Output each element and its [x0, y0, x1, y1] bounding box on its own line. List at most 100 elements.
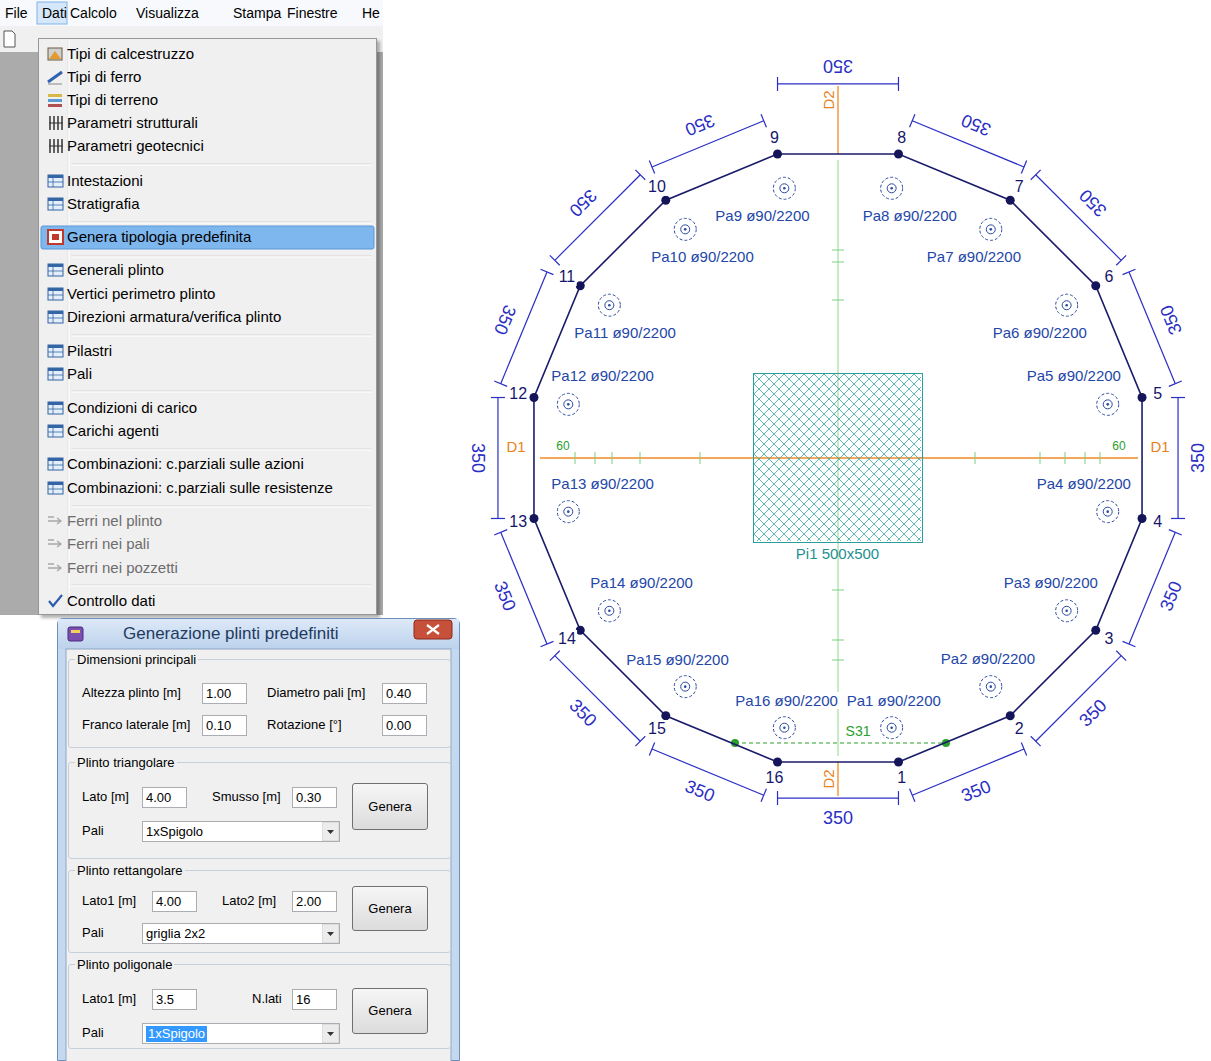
- label-holder: 1: [896, 769, 907, 787]
- text-field: 0.10: [202, 715, 247, 736]
- dimension-tick: [1123, 269, 1136, 274]
- field-label: Pali: [82, 925, 104, 941]
- pile-symbol: [598, 600, 620, 622]
- label-holder: Smusso [m]: [212, 789, 281, 805]
- pile-symbol: [608, 304, 611, 307]
- vertex-dot: [529, 514, 538, 523]
- label-holder: D2: [820, 768, 837, 789]
- column-label: Pi1 500x500: [796, 545, 879, 562]
- pile-symbol: [773, 717, 795, 739]
- menu-item: Tipi di calcestruzzo: [67, 45, 194, 63]
- dimension-tick: [649, 161, 654, 174]
- field-label: Smusso [m]: [212, 789, 281, 805]
- pile-symbol: [980, 218, 1002, 240]
- menu-bar: FileDatiCalcoloVisualizzaStampaFinestreH…: [0, 0, 383, 26]
- label-holder: Ferri nel plinto: [67, 512, 162, 530]
- menu-icon: [53, 178, 54, 187]
- label-holder: Pa6 ø90/2200: [992, 324, 1088, 341]
- dimension-tick: [777, 77, 778, 91]
- field-label: Pali: [82, 1025, 104, 1041]
- menu-separator: [71, 256, 372, 257]
- combo-arrow: [327, 830, 334, 834]
- dimension-text: 350: [1155, 302, 1186, 339]
- pile-symbol: [1103, 507, 1112, 516]
- menu-icon: [48, 402, 63, 405]
- dimension-tick: [1021, 743, 1026, 756]
- label-holder: N.lati: [252, 991, 282, 1007]
- pile-label: Pa5 ø90/2200: [1026, 367, 1122, 384]
- dimension-line: [555, 656, 641, 742]
- label-holder: Vertici perimetro plinto: [67, 285, 215, 303]
- label-holder: Carichi agenti: [67, 422, 159, 440]
- label-holder: Plinto triangolare: [75, 755, 177, 771]
- dimension-text: 350: [957, 775, 994, 806]
- section-line: [735, 742, 946, 743]
- label-holder: 350: [1074, 694, 1111, 731]
- label-holder: File: [5, 4, 28, 22]
- menu-item: Controllo dati: [67, 592, 155, 610]
- combo-value: griglia 2x2: [146, 926, 205, 942]
- menu-item: Pali: [67, 365, 92, 383]
- pile-symbol: [674, 676, 696, 698]
- pile-symbol: [881, 717, 903, 739]
- axis-tick: [575, 452, 576, 464]
- label-holder: Pali: [82, 1025, 104, 1041]
- dimension-tick: [491, 397, 505, 398]
- vertex-dot: [1006, 711, 1015, 720]
- dimension-tick: [761, 789, 766, 802]
- menu-icon: [48, 198, 63, 201]
- text-field: 0.00: [382, 715, 427, 736]
- axis-tick: [832, 250, 844, 251]
- field-label: Rotazione [°]: [267, 717, 342, 733]
- label-holder: Visualizza: [136, 4, 199, 22]
- text-field: 0.30: [292, 787, 337, 808]
- close-cross: [427, 625, 439, 634]
- combo-arrow: [322, 1024, 339, 1043]
- text-field: 0.40: [382, 683, 427, 704]
- label-holder: 350: [565, 185, 602, 222]
- axis-label: D2: [820, 768, 837, 789]
- label-holder: 4: [1152, 513, 1163, 531]
- axis-tick: [1040, 452, 1041, 464]
- pile-symbol: [773, 177, 795, 199]
- pile-symbol: [598, 294, 620, 316]
- label-holder: Tipi di ferro: [67, 68, 141, 86]
- label-holder: Pa15 ø90/2200: [625, 651, 730, 668]
- label-holder: 350: [957, 110, 994, 141]
- group-box: Plinto triangolareLato [m]Smusso [m]Pali…: [68, 762, 451, 859]
- field-value: 0.40: [386, 686, 411, 702]
- label-holder: Pa14 ø90/2200: [589, 574, 694, 591]
- pile-label: Pa13 ø90/2200: [550, 475, 655, 492]
- label-holder: Combinazioni: c.parziali sulle resistenz…: [67, 479, 333, 497]
- field-label: Altezza plinto [m]: [82, 685, 181, 701]
- pile-symbol: [887, 723, 896, 732]
- label-holder: Intestazioni: [67, 172, 143, 190]
- combo-box: griglia 2x2: [142, 923, 340, 944]
- axis-tick: [595, 452, 596, 464]
- field-label: Lato1 [m]: [82, 893, 136, 909]
- vertex-number: 6: [1104, 268, 1115, 286]
- label-holder: Tipi di terreno: [67, 91, 158, 109]
- dimension-tick: [1123, 641, 1136, 646]
- dimension-line: [497, 398, 498, 519]
- pile-label: Pa14 ø90/2200: [589, 574, 694, 591]
- axis-tick: [832, 262, 844, 263]
- menu-title: Calcolo: [70, 4, 117, 22]
- label-holder: Plinto poligonale: [75, 957, 174, 973]
- label-holder: 350: [957, 775, 994, 806]
- label-holder: 350: [682, 775, 719, 806]
- menu-icon: [48, 482, 63, 485]
- label-holder: 350: [1155, 577, 1186, 614]
- field-value: 2.00: [296, 894, 321, 910]
- group-box: Plinto rettangolareLato1 [m]Lato2 [m]Pal…: [68, 870, 451, 953]
- label-holder: Pa16 ø90/2200: [734, 692, 839, 709]
- pile-symbol: [1106, 510, 1109, 513]
- menu-icon: [52, 234, 59, 240]
- field-value: 4.00: [156, 894, 181, 910]
- menu-icon: [48, 540, 61, 547]
- vertex-number: 8: [896, 129, 907, 147]
- label-holder: 350: [682, 110, 719, 141]
- menu-title: He: [362, 4, 380, 22]
- pile-label: Pa10 ø90/2200: [650, 248, 755, 265]
- menu-item: Ferri nei pali: [67, 535, 150, 553]
